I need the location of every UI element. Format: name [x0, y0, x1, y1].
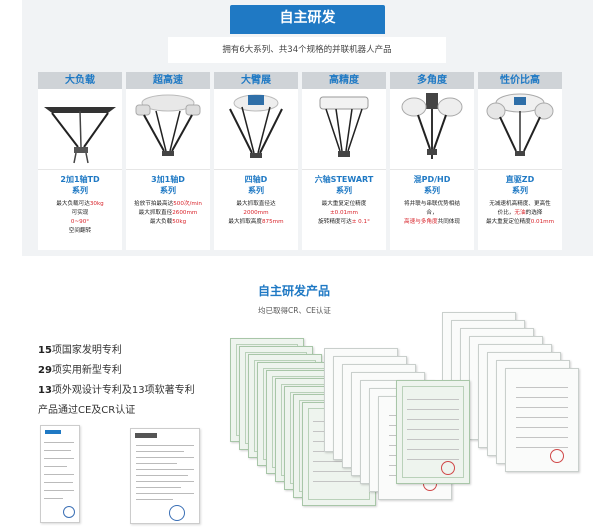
spec-line: 高速与多角度共同体现	[404, 219, 460, 225]
robot-image	[390, 89, 474, 169]
product-series: 系列	[336, 186, 352, 195]
product-header: 大负载	[38, 72, 122, 89]
spec-line: 最大抓取直径2600mm	[138, 210, 198, 216]
product-card-large-reach[interactable]: 大臂展 四轴D 系列 最大抓取直径达 2000mm 最大抓取高度875mm	[214, 72, 298, 250]
spec-line: 无减速机高精度、更高性	[489, 201, 551, 207]
spec-line: ±0.01mm	[329, 210, 359, 216]
spec-list: 最大重复定位精度 ±0.01mm 旋转精度可达± 0.1°	[302, 200, 386, 227]
patent-certificates-collage[interactable]	[228, 312, 584, 523]
patent-certificate-sheet	[505, 368, 579, 472]
spec-line: 合，	[426, 210, 438, 216]
product-series: 系列	[160, 186, 176, 195]
patent-item: 13项外观设计专利及13项软著专利	[38, 385, 195, 396]
product-header: 超高速	[126, 72, 210, 89]
spec-line: 拾放节拍最高达500次/min	[134, 201, 202, 207]
patent-item: 15项国家发明专利	[38, 345, 122, 356]
spec-line: 最大负载可达30kg	[56, 201, 104, 207]
delta-robot-icon	[44, 107, 116, 164]
spec-list: 拾放节拍最高达500次/min 最大抓取直径2600mm 最大负载50kg	[126, 200, 210, 227]
delta-robot-icon	[229, 94, 283, 158]
stewart-platform-icon	[319, 96, 369, 157]
cr-certificate-image[interactable]	[130, 428, 200, 524]
spec-line: 空间翻转	[68, 228, 92, 234]
product-card-multi-angle[interactable]: 多角度 混PD/HD 系列 将并联与串联优势相结合， 高速与多角度共同体现	[390, 72, 474, 250]
patent-certificate-sheet	[396, 380, 470, 484]
robot-image	[38, 89, 122, 169]
product-name: 四轴D	[244, 175, 268, 184]
delta-robot-icon	[135, 94, 201, 156]
product-header: 高精度	[302, 72, 386, 89]
product-series: 系列	[248, 186, 264, 195]
spec-line: 旋转精度可达± 0.1°	[318, 219, 370, 225]
product-name: 2加1轴TD	[60, 175, 100, 184]
product-card-high-precision[interactable]: 高精度 六轴STEWART 系列 最大重复定位精度 ±0.01mm 旋转精度可达± …	[302, 72, 386, 250]
robot-image	[478, 89, 562, 169]
product-header: 性价比高	[478, 72, 562, 89]
spec-line: 2000mm	[243, 210, 269, 216]
section-title: 自主研发	[230, 5, 385, 32]
patent-item: 29项实用新型专利	[38, 365, 122, 376]
section2-subtitle: 均已取得CR、CE认证	[258, 306, 331, 315]
spec-line: 最大负载50kg	[149, 219, 187, 225]
product-header: 大臂展	[214, 72, 298, 89]
product-card-heavy-load[interactable]: 大负载 2加1轴TD 系列 最大负载可达30kg 可实现 0~90° 空间翻转	[38, 72, 122, 250]
direct-drive-robot-icon	[486, 93, 554, 156]
robot-image	[126, 89, 210, 169]
spec-list: 无减速机高精度、更高性价比，无油的选择最大重复定位精度0.01mm	[478, 200, 562, 227]
product-series: 系列	[424, 186, 440, 195]
robot-image	[214, 89, 298, 169]
spec-line: 最大重复定位精度	[321, 201, 367, 207]
title-underline	[230, 32, 385, 34]
spec-list: 最大负载可达30kg 可实现 0~90° 空间翻转	[38, 200, 122, 236]
product-name: 直驱ZD	[505, 175, 535, 184]
spec-line: 最大抓取直径达	[236, 201, 276, 207]
product-grid: 大负载 2加1轴TD 系列 最大负载可达30kg 可实现 0~90° 空间翻转 超高速	[30, 72, 588, 250]
ce-certificate-image[interactable]	[40, 425, 80, 523]
product-series: 系列	[512, 186, 528, 195]
spec-line: 最大重复定位精度0.01mm	[485, 219, 555, 225]
patent-list: 15项国家发明专利 29项实用新型专利 13项外观设计专利及13项软著专利 产品…	[38, 341, 195, 421]
product-header: 多角度	[390, 72, 474, 89]
spec-line: 最大抓取高度875mm	[228, 219, 284, 225]
spec-list: 最大抓取直径达 2000mm 最大抓取高度875mm	[214, 200, 298, 227]
spec-line: 可实现	[71, 210, 89, 216]
robot-image	[302, 89, 386, 169]
section-subtitle: 拥有6大系列、共34个规格的并联机器人产品	[168, 37, 446, 63]
spec-line: 价比，无油的选择	[497, 210, 543, 216]
product-series: 系列	[72, 186, 88, 195]
section2-title: 自主研发产品	[258, 284, 331, 298]
patent-item: 产品通过CE及CR认证	[38, 405, 136, 416]
spec-list: 将并联与串联优势相结合， 高速与多角度共同体现	[390, 200, 474, 227]
product-name: 六轴STEWART	[314, 175, 374, 184]
product-name: 3加1轴D	[151, 175, 185, 184]
product-name: 混PD/HD	[413, 175, 451, 184]
hybrid-robot-icon	[401, 93, 463, 159]
product-card-cost-effective[interactable]: 性价比高 直驱ZD 系列 无减速机高精度、更高性价比，无油的选择最大重复定位精度…	[478, 72, 562, 250]
product-card-high-speed[interactable]: 超高速 3加1轴D 系列 拾放节拍最高达500次/min 最大抓取直径2600mm…	[126, 72, 210, 250]
spec-line: 0~90°	[70, 219, 90, 225]
spec-line: 将并联与串联优势相结	[404, 201, 460, 207]
